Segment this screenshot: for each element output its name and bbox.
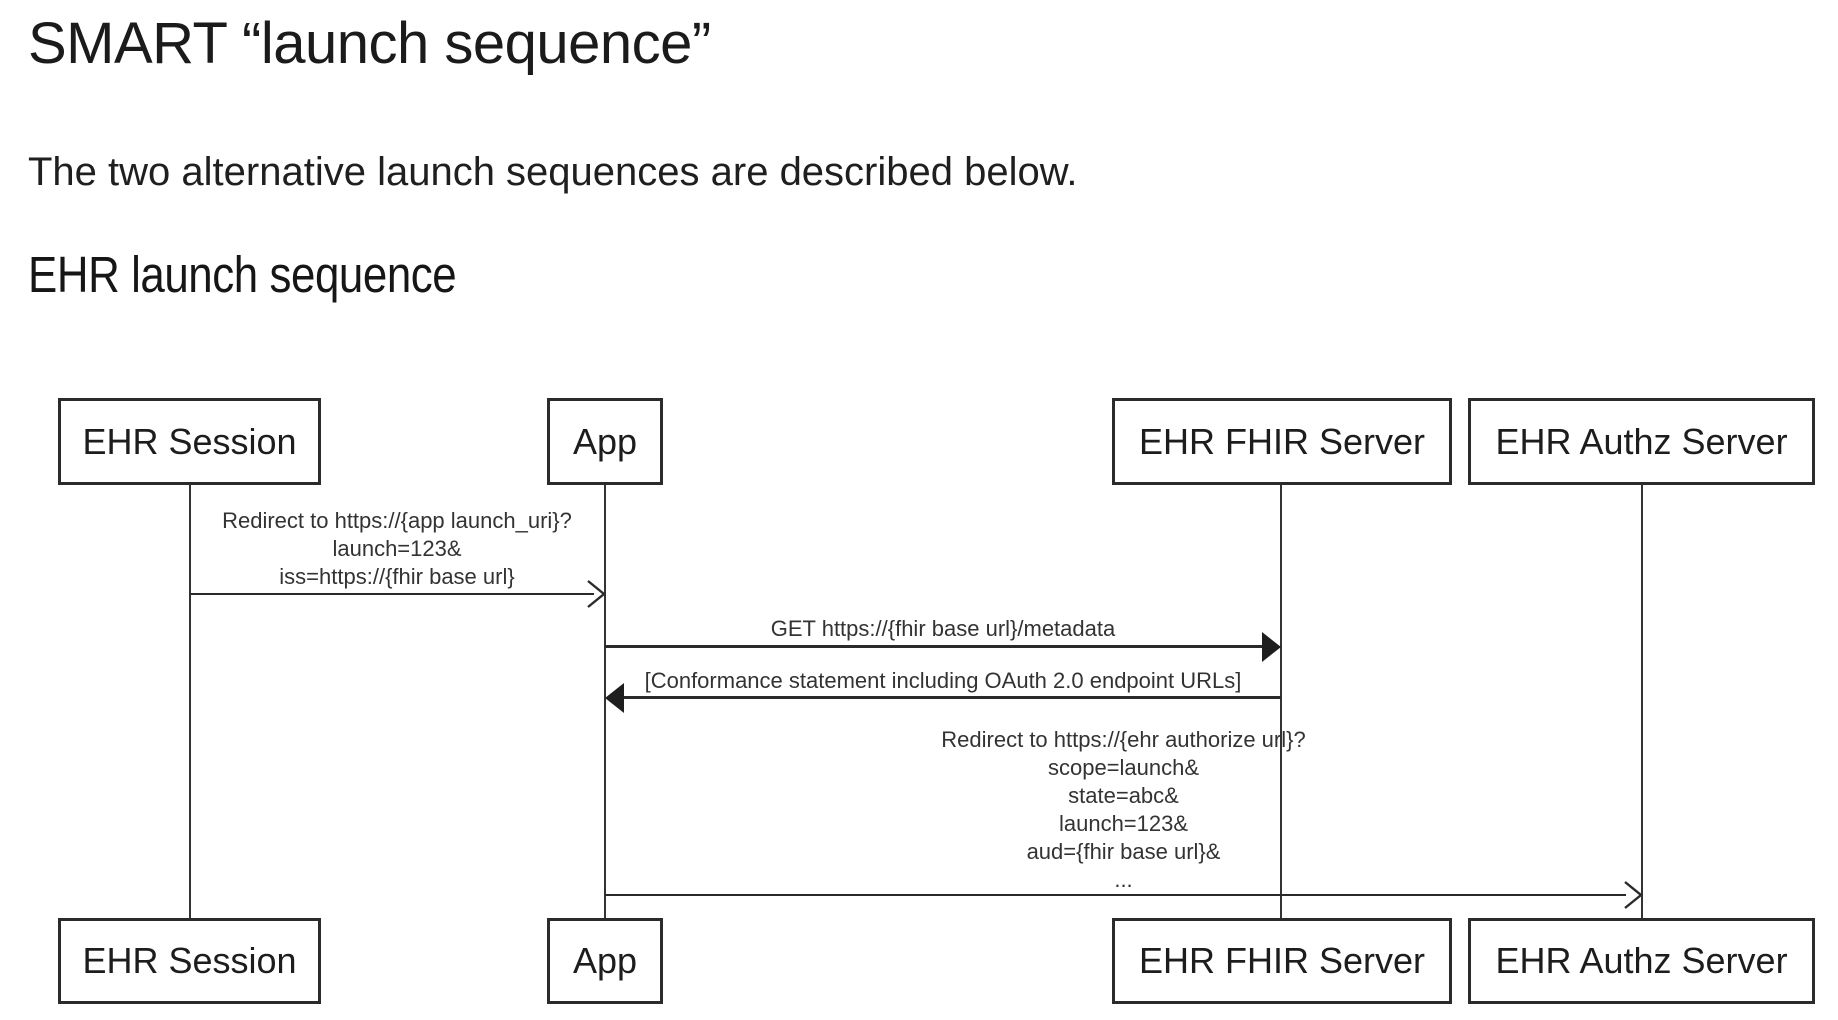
message-line-redirect-to-authorize xyxy=(605,894,1626,896)
lifeline-ehr-session xyxy=(189,485,191,918)
message-label-redirect-to-app: Redirect to https://{app launch_uri}? la… xyxy=(222,508,572,589)
actor-label: App xyxy=(572,940,638,981)
lifeline-ehr-authz-server xyxy=(1641,485,1643,918)
message-label-conformance-statement: [Conformance statement including OAuth 2… xyxy=(644,668,1242,693)
page-title: SMART “launch sequence” xyxy=(28,11,711,76)
section-heading: EHR launch sequence xyxy=(28,246,457,303)
arrowhead-filled-icon xyxy=(605,683,624,713)
actor-box-top-ehr-session: EHR Session xyxy=(58,398,321,485)
intro-text: The two alternative launch sequences are… xyxy=(28,150,1078,194)
arrowhead-filled-icon xyxy=(1262,632,1281,662)
actor-box-top-ehr-authz-server: EHR Authz Server xyxy=(1468,398,1815,485)
actor-label: EHR Session xyxy=(82,940,297,981)
actor-box-top-app: App xyxy=(547,398,663,485)
lifeline-ehr-fhir-server xyxy=(1280,485,1282,918)
actor-label: App xyxy=(572,420,638,462)
actor-box-top-ehr-fhir-server: EHR FHIR Server xyxy=(1112,398,1452,485)
actor-box-bottom-ehr-fhir-server: EHR FHIR Server xyxy=(1112,918,1452,1004)
actor-box-bottom-app: App xyxy=(547,918,663,1004)
actor-label: EHR Authz Server xyxy=(1495,420,1788,462)
actor-box-bottom-ehr-authz-server: EHR Authz Server xyxy=(1468,918,1815,1004)
actor-label: EHR FHIR Server xyxy=(1138,420,1426,462)
arrowhead-open-icon xyxy=(587,580,606,608)
message-line-conformance-statement xyxy=(620,696,1281,699)
message-label-redirect-to-authorize: Redirect to https://{ehr authorize url}?… xyxy=(941,727,1306,892)
arrowhead-open-icon xyxy=(1624,881,1643,909)
message-line-redirect-to-app xyxy=(190,593,594,595)
message-label-get-metadata: GET https://{fhir base url}/metadata xyxy=(770,616,1116,641)
actor-label: EHR Session xyxy=(82,420,297,462)
message-line-get-metadata xyxy=(605,645,1265,648)
actor-box-bottom-ehr-session: EHR Session xyxy=(58,918,321,1004)
actor-label: EHR FHIR Server xyxy=(1138,940,1426,981)
actor-label: EHR Authz Server xyxy=(1495,940,1788,981)
